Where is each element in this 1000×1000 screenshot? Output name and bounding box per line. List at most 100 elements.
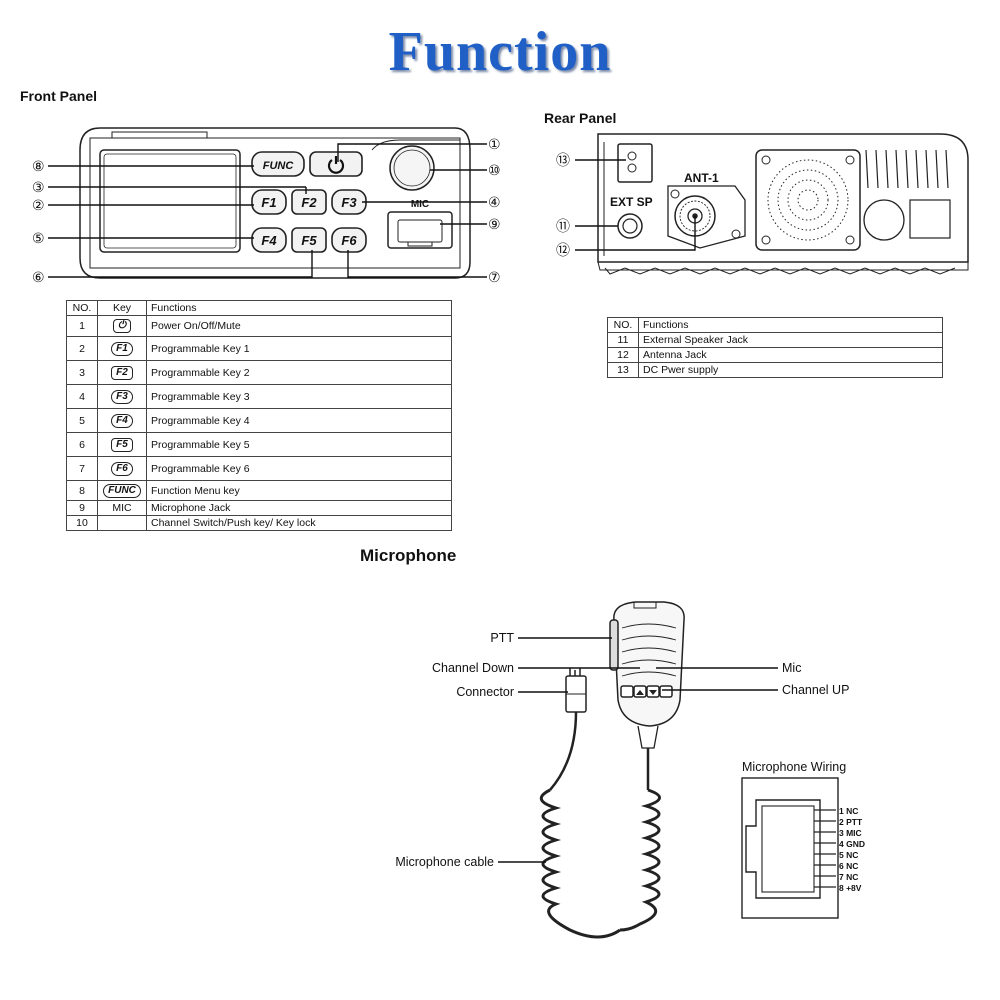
pin-6: 6 NC: [839, 861, 858, 871]
row-key: F2: [97, 360, 147, 385]
wiring-pins: 1 NC 2 PTT 3 MIC 4 GND 5 NC 6 NC 7 NC 8 …: [839, 806, 865, 893]
lcd-display: [99, 149, 241, 253]
key-badge: F5: [111, 437, 133, 452]
wiring-diagram: [741, 777, 839, 919]
wiring-pin-ticks: [814, 809, 836, 888]
channel-knob-inner: [393, 149, 431, 187]
f4-button[interactable]: [251, 227, 287, 253]
row-function: Microphone Jack: [146, 500, 452, 516]
mic-key-glyphs: [636, 690, 657, 695]
ptt-key[interactable]: [609, 619, 619, 671]
callout-13: ⑬: [556, 153, 570, 169]
row-no: 13: [607, 362, 639, 378]
ext-speaker-jack[interactable]: [617, 213, 643, 239]
rear-callouts: ⑬ ⑪ ⑫: [556, 153, 570, 259]
rear-panel-body: [597, 133, 969, 263]
key-badge: FUNC: [103, 483, 141, 498]
channel-knob[interactable]: [389, 145, 435, 191]
connector-label: Connector: [456, 685, 514, 699]
row-no: 10: [66, 515, 98, 531]
row-key: F1: [97, 336, 147, 361]
speaker-grille: [755, 149, 861, 251]
callout-10: ⑩: [488, 163, 501, 179]
row-function: Function Menu key: [146, 480, 452, 501]
microphone-drawing: [539, 601, 685, 939]
pin-1: 1 NC: [839, 806, 858, 816]
row-function: Programmable Key 1: [146, 336, 452, 361]
mic-jack-housing: [387, 211, 453, 249]
rear-panel-heading: Rear Panel: [544, 110, 617, 126]
dc-power-jack: [617, 143, 653, 183]
coil-cable-left: [539, 788, 621, 939]
ant-label: ANT-1: [684, 171, 719, 185]
callout-4: ④: [488, 195, 501, 211]
rear-panel-drawing: [597, 133, 969, 275]
f6-button-label: F6: [341, 233, 357, 248]
table-row: 11 External Speaker Jack: [607, 332, 943, 348]
table-row: 8 FUNC Function Menu key: [66, 480, 452, 501]
front-panel-drawing: [79, 127, 471, 279]
table-header-no: NO.: [66, 300, 98, 316]
pin-2: 2 PTT: [839, 817, 863, 827]
table-row: 3 F2 Programmable Key 2: [66, 360, 452, 385]
front-callout-lines: [48, 143, 487, 278]
table-row: 12 Antenna Jack: [607, 347, 943, 363]
pin-7: 7 NC: [839, 872, 858, 882]
row-no: 4: [66, 384, 98, 409]
callout-7: ⑦: [488, 270, 501, 286]
table-row: 1 ⏻ Power On/Off/Mute: [66, 315, 452, 337]
f4-button-label: F4: [261, 233, 277, 248]
row-key: MIC: [97, 500, 147, 516]
ptt-label: PTT: [490, 631, 514, 645]
channel-down-label: Channel Down: [432, 661, 514, 675]
cable-label: Microphone cable: [395, 855, 494, 869]
row-no: 1: [66, 315, 98, 337]
row-key: F3: [97, 384, 147, 409]
callout-3: ③: [32, 180, 45, 196]
microphone-heading: Microphone: [360, 546, 457, 565]
row-function: Programmable Key 5: [146, 432, 452, 457]
mic-leader-lines: [498, 637, 778, 863]
row-function: Programmable Key 2: [146, 360, 452, 385]
front-panel-bezel: [89, 137, 461, 269]
mic-grille: [621, 623, 677, 677]
lcd-inner: [103, 153, 237, 249]
mic-key-1[interactable]: [620, 685, 634, 698]
row-no: 11: [607, 332, 639, 348]
power-icon: ⏻: [113, 319, 131, 333]
mic-jack-port: [397, 219, 443, 243]
callout-1: ①: [488, 137, 501, 153]
row-function: External Speaker Jack: [638, 332, 943, 348]
row-function: Power On/Off/Mute: [146, 315, 452, 337]
f3-button-label: F3: [341, 195, 357, 210]
rj45-socket: [745, 799, 821, 899]
func-button[interactable]: [251, 151, 305, 177]
row-no: 5: [66, 408, 98, 433]
key-badge: F3: [111, 389, 133, 404]
mic-key-4[interactable]: [659, 685, 673, 698]
callout-8: ⑧: [32, 159, 45, 175]
f2-button[interactable]: [291, 189, 327, 215]
table-row: 5 F4 Programmable Key 4: [66, 408, 452, 433]
row-key: FUNC: [97, 480, 147, 501]
callout-5: ⑤: [32, 231, 45, 247]
row-no: 8: [66, 480, 98, 501]
cable-strain-relief: [637, 725, 659, 749]
table-row: 6 F5 Programmable Key 5: [66, 432, 452, 457]
f5-button[interactable]: [291, 227, 327, 253]
table-header-functions: Functions: [146, 300, 452, 316]
row-key: [97, 515, 147, 531]
rear-panel-table: NO. Functions 11 External Speaker Jack 1…: [607, 317, 943, 378]
power-icon: [327, 156, 345, 174]
f1-button[interactable]: [251, 189, 287, 215]
row-no: 9: [66, 500, 98, 516]
func-button-label: FUNC: [263, 160, 295, 172]
table-header-functions: Functions: [638, 317, 943, 333]
row-key: F5: [97, 432, 147, 457]
f6-button[interactable]: [331, 227, 367, 253]
wiring-title: Microphone Wiring: [742, 760, 846, 774]
pin-8: 8 +8V: [839, 883, 862, 893]
row-function: Antenna Jack: [638, 347, 943, 363]
key-badge: F1: [111, 341, 133, 356]
page-title: Function: [388, 21, 612, 83]
